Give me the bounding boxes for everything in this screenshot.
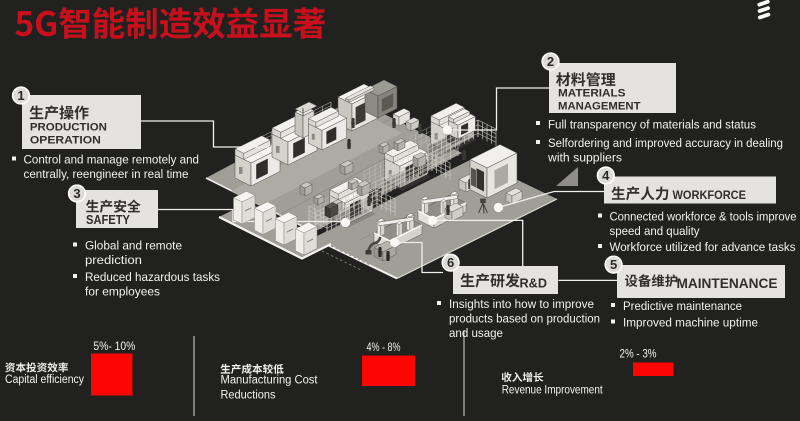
svg-text:with suppliers: with suppliers (547, 151, 622, 165)
svg-text:Revenue Improvement: Revenue Improvement (502, 385, 604, 397)
svg-text:MAINTENANCE: MAINTENANCE (677, 276, 778, 291)
svg-text:Connected workforce & tools im: Connected workforce & tools improve (610, 210, 797, 224)
svg-text:MATERIALS: MATERIALS (558, 88, 626, 100)
svg-text:4: 4 (602, 168, 610, 183)
svg-text:Selfordering and improved accu: Selfordering and improved accuracy in de… (548, 136, 783, 150)
svg-text:OPERATION: OPERATION (30, 135, 101, 147)
svg-text:and usage: and usage (449, 326, 503, 340)
svg-text:4% - 8%: 4% - 8% (367, 340, 401, 354)
svg-text:prediction: prediction (85, 253, 142, 267)
svg-text:speed and quality: speed and quality (610, 224, 701, 238)
svg-text:Manufacturing Cost: Manufacturing Cost (221, 375, 319, 387)
svg-text:PRODUCTION: PRODUCTION (30, 122, 107, 134)
svg-text:Control and manage remotely an: Control and manage remotely and (24, 153, 200, 167)
svg-text:Reductions: Reductions (221, 390, 276, 402)
svg-text:6: 6 (447, 255, 454, 270)
svg-text:Workforce utilized for advance: Workforce utilized for advance tasks (610, 240, 796, 254)
svg-text:2% - 3%: 2% - 3% (620, 347, 657, 361)
svg-text:Reduced hazardous tasks: Reduced hazardous tasks (85, 270, 220, 284)
svg-text:Full transparency of materials: Full transparency of materials and statu… (548, 118, 756, 132)
svg-text:Insights into how to improve: Insights into how to improve (449, 297, 594, 311)
svg-text:R&D: R&D (520, 276, 548, 291)
svg-text:3: 3 (73, 186, 80, 201)
svg-text:Capital efficiency: Capital efficiency (5, 374, 84, 386)
svg-text:SAFETY: SAFETY (86, 213, 131, 227)
svg-text:5%- 10%: 5%- 10% (93, 339, 135, 353)
svg-text:Global and remote: Global and remote (85, 239, 182, 253)
svg-text:products based on production: products based on production (449, 311, 600, 325)
svg-text:centrally, reengineer in real: centrally, reengineer in real time (24, 167, 189, 181)
svg-text:MANAGEMENT: MANAGEMENT (558, 101, 641, 113)
svg-text:Improved machine uptime: Improved machine uptime (623, 316, 758, 330)
svg-text:1: 1 (17, 88, 24, 103)
svg-text:5: 5 (610, 257, 617, 272)
svg-text:WORKFORCE: WORKFORCE (673, 190, 747, 202)
svg-text:2: 2 (547, 54, 554, 69)
svg-text:Predictive maintenance: Predictive maintenance (623, 299, 742, 313)
svg-text:for employees: for employees (85, 285, 160, 299)
